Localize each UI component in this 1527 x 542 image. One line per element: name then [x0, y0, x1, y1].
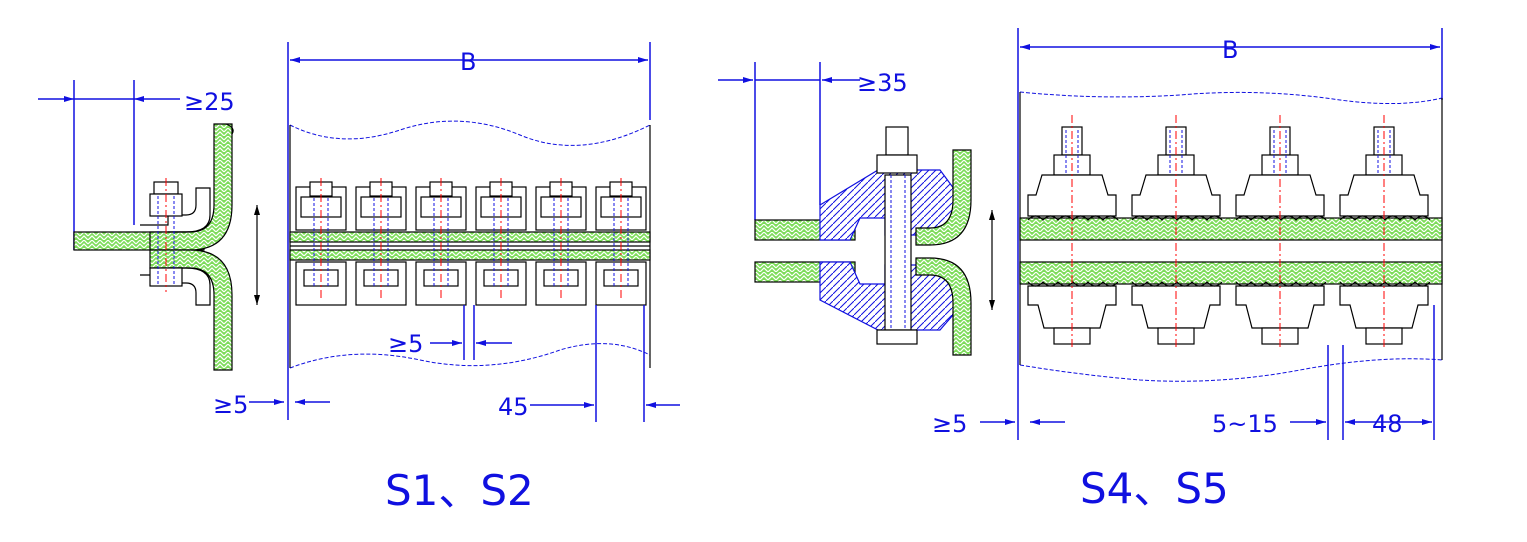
dim-pitch-left: 45 — [498, 393, 529, 421]
caption-s1-s2: S1、S2 — [385, 466, 534, 515]
dim-between-left: ≥5 — [388, 330, 423, 358]
clamp-unit-left — [355, 178, 407, 306]
dim-edge-right: ≥5 — [932, 410, 967, 438]
dim-pitch-right: 48 — [1372, 410, 1403, 438]
clamp-unit-left — [415, 178, 467, 306]
side-view-s4-s5: ≥35 ≥5 — [718, 62, 1065, 438]
clamp-unit-right — [1131, 115, 1223, 350]
dim-edge-left: ≥5 — [213, 391, 248, 419]
clamp-unit-right — [1235, 115, 1327, 350]
dim-top-gap-right: ≥35 — [857, 69, 908, 97]
dim-top-gap-left: ≥25 — [184, 88, 235, 116]
caption-s4-s5: S4、S5 — [1080, 464, 1229, 513]
clamp-unit-left — [475, 178, 527, 306]
clamp-unit-left — [295, 178, 347, 306]
front-view-s4-s5: B 5~15 48 — [1017, 28, 1443, 440]
clamp-unit-right — [1339, 115, 1431, 350]
side-view-s1-s2: ≥25 ≥5 — [38, 80, 330, 419]
clamp-unit-right — [1027, 115, 1119, 350]
dim-width-left: B — [460, 48, 476, 76]
clamp-unit-left — [535, 178, 587, 306]
front-view-s1-s2: B ≥5 45 — [287, 42, 680, 422]
dim-gap-right: 5~15 — [1212, 410, 1278, 438]
clamp-unit-left — [595, 178, 647, 306]
dim-width-right: B — [1222, 36, 1238, 64]
